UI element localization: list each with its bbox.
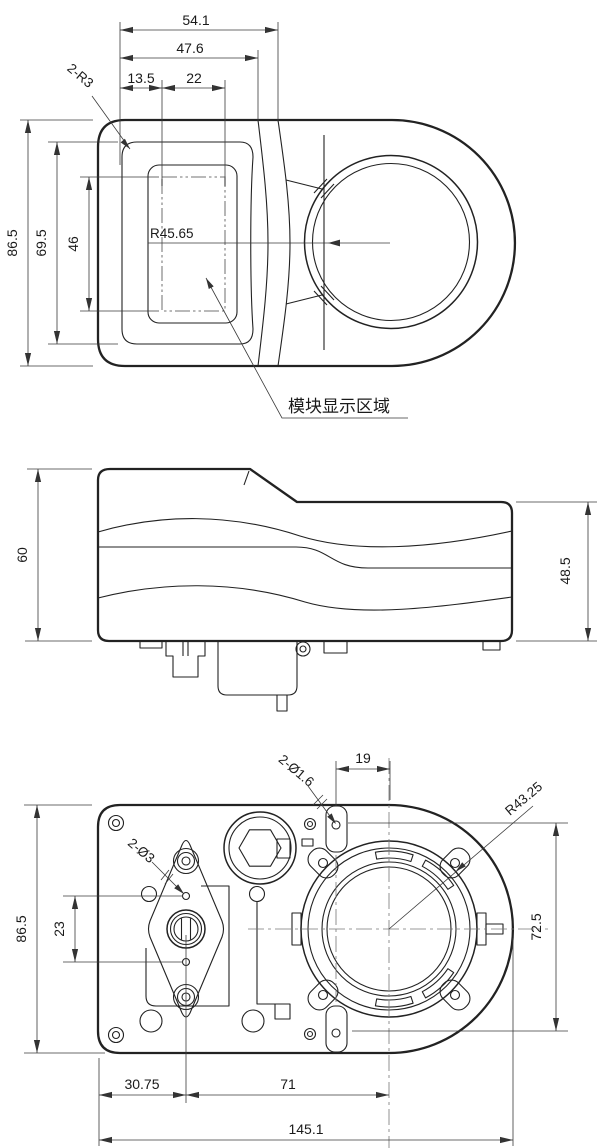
bottom-pin-hole	[331, 1028, 341, 1038]
bottom-view: 2-Ø1.6 R43.25 2-Ø3 19	[13, 750, 568, 1148]
display-area-callout: 模块显示区域	[205, 277, 408, 419]
dim-86-5-top: 86.5	[4, 119, 93, 367]
dim-13-5-label: 13.5	[127, 70, 154, 86]
notch-mark	[243, 470, 250, 486]
dim-19-label: 19	[355, 750, 371, 766]
side-view: 60 48.5	[14, 467, 597, 712]
top-pin-tab	[325, 805, 348, 853]
dim-23: 23	[51, 895, 183, 963]
dim-47-6: 47.6	[120, 40, 259, 122]
dim-47-6-label: 47.6	[176, 40, 203, 56]
dim-145-1: 145.1	[99, 938, 514, 1146]
display-window	[147, 164, 238, 324]
dim-71: 71	[186, 1076, 389, 1099]
hex-adapter	[223, 811, 314, 885]
parting-lines	[97, 518, 513, 611]
dim-19: 19	[335, 750, 391, 806]
dim-69-5-label: 69.5	[33, 229, 49, 256]
corner-screws	[107, 814, 317, 1044]
bottom-view-body-outline	[96, 803, 515, 1055]
shaft-assembly	[139, 839, 291, 1033]
dim-86-5-top-label: 86.5	[4, 229, 20, 256]
bottom-pin-tab	[325, 1005, 348, 1053]
callout-face-radius: R45.65	[148, 226, 390, 247]
round-boss-circles	[303, 154, 479, 330]
display-area-label: 模块显示区域	[288, 397, 390, 416]
dim-23-label: 23	[51, 921, 67, 937]
display-area-phantom-outline	[161, 176, 226, 312]
callout-shaft-holes: 2-Ø3	[125, 835, 184, 894]
callout-face-radius-label: R45.65	[150, 226, 194, 241]
dim-72-5-label: 72.5	[528, 913, 544, 940]
top-pin-hole	[331, 820, 341, 830]
dim-30-75: 30.75	[98, 935, 187, 1146]
callout-ring-radius-label: R43.25	[502, 779, 545, 818]
dim-71-label: 71	[280, 1076, 296, 1092]
dim-22-label: 22	[186, 70, 202, 86]
callout-corner-radius-label: 2-R3	[64, 60, 96, 90]
dim-13-5: 13.5	[120, 70, 163, 186]
dim-69-5: 69.5	[33, 141, 118, 345]
dim-30-75-label: 30.75	[124, 1076, 159, 1092]
dim-86-5-bottom: 86.5	[13, 804, 105, 1054]
dim-86-5-bottom-label: 86.5	[13, 915, 29, 942]
dim-54-1-label: 54.1	[182, 12, 209, 28]
dim-46: 46	[65, 176, 159, 312]
dim-145-1-label: 145.1	[288, 1121, 323, 1137]
dim-22: 22	[162, 70, 226, 186]
dim-46-label: 46	[65, 236, 81, 252]
bottom-connectors	[139, 641, 501, 712]
dim-54-1: 54.1	[119, 12, 279, 165]
dim-60: 60	[14, 468, 92, 642]
dim-72-5: 72.5	[348, 822, 568, 1032]
dim-60-label: 60	[14, 547, 30, 563]
top-view: R45.65 2-R3 模块显示区域 54.1 47.6	[4, 12, 517, 419]
callout-pin-holes: 2-Ø1.6	[276, 752, 336, 824]
clamp-feature	[285, 135, 335, 350]
dim-48-5-label: 48.5	[557, 557, 573, 584]
callout-pin-holes-label: 2-Ø1.6	[276, 752, 317, 790]
dim-48-5: 48.5	[516, 501, 597, 642]
side-view-body-outline	[96, 467, 514, 643]
callout-shaft-holes-label: 2-Ø3	[125, 835, 158, 866]
lever-hook	[145, 948, 174, 1007]
